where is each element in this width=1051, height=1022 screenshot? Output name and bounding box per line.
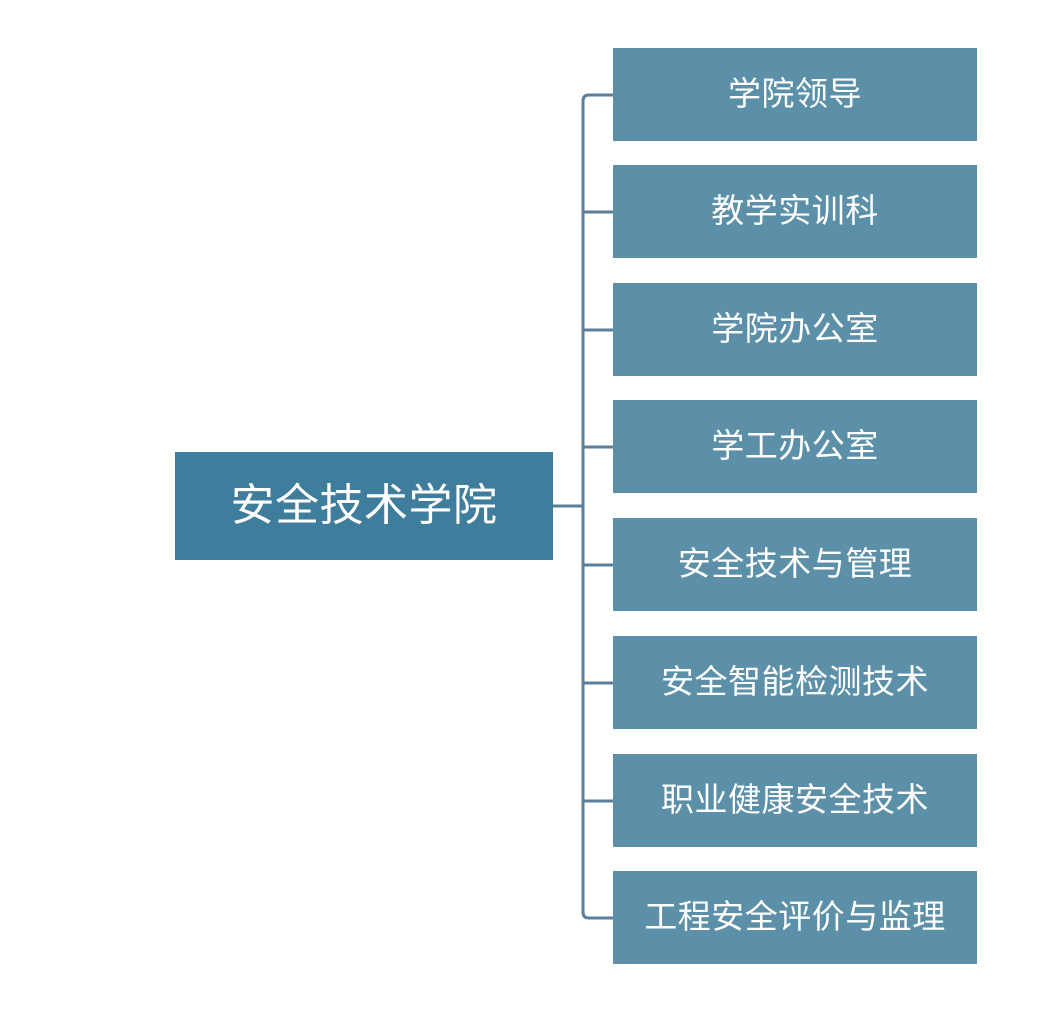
child-node[interactable]: 学院领导 bbox=[613, 48, 977, 141]
child-node-label: 安全智能检测技术 bbox=[661, 663, 929, 701]
child-node[interactable]: 安全智能检测技术 bbox=[613, 636, 977, 729]
child-node[interactable]: 安全技术与管理 bbox=[613, 518, 977, 611]
child-node-label: 学院领导 bbox=[728, 75, 862, 113]
child-node[interactable]: 学院办公室 bbox=[613, 283, 977, 376]
child-node-label: 工程安全评价与监理 bbox=[644, 898, 946, 936]
child-node-label: 教学实训科 bbox=[711, 192, 879, 230]
child-node-label: 学院办公室 bbox=[711, 310, 879, 348]
child-node[interactable]: 职业健康安全技术 bbox=[613, 754, 977, 847]
child-node-label: 学工办公室 bbox=[711, 427, 879, 465]
root-node-label: 安全技术学院 bbox=[230, 480, 498, 530]
child-node[interactable]: 教学实训科 bbox=[613, 165, 977, 258]
child-node-label: 职业健康安全技术 bbox=[661, 781, 929, 819]
child-node[interactable]: 学工办公室 bbox=[613, 400, 977, 493]
connector-spine bbox=[581, 93, 613, 920]
root-node-school-of-safety-technology[interactable]: 安全技术学院 bbox=[175, 452, 553, 560]
child-node[interactable]: 工程安全评价与监理 bbox=[613, 871, 977, 964]
child-node-label: 安全技术与管理 bbox=[677, 545, 913, 583]
